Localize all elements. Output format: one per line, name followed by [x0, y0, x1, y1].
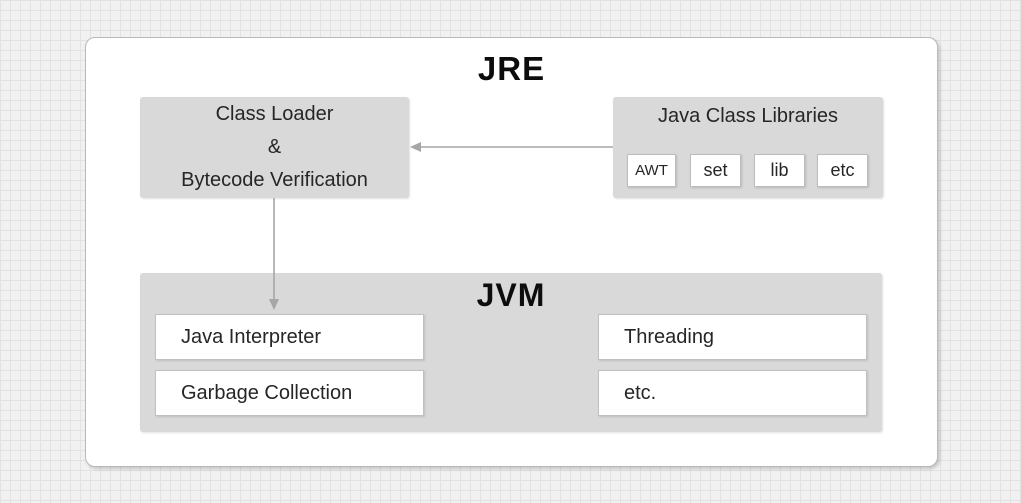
jvm-item-etc: etc. [598, 370, 867, 416]
arrow-classloader-to-jvm-icon [269, 198, 279, 310]
library-chip-lib: lib [754, 154, 805, 187]
class-loader-node: Class Loader & Bytecode Verification [140, 97, 409, 198]
class-loader-line-2: & [267, 136, 282, 158]
java-class-libraries-title: Java Class Libraries [657, 105, 839, 127]
jvm-item-threading: Threading [598, 314, 867, 360]
library-chip-etc: etc [817, 154, 868, 187]
class-loader-line-1: Class Loader [215, 103, 334, 125]
jvm-item-java-interpreter: Java Interpreter [155, 314, 424, 360]
class-loader-line-3: Bytecode Verification [181, 169, 368, 191]
library-chip-set: set [690, 154, 741, 187]
arrow-libraries-to-classloader-icon [410, 142, 613, 152]
library-chip-awt: AWT [627, 154, 676, 187]
jvm-item-garbage-collection: Garbage Collection [155, 370, 424, 416]
jvm-title: JVM [476, 277, 546, 313]
jre-title: JRE [477, 50, 546, 87]
